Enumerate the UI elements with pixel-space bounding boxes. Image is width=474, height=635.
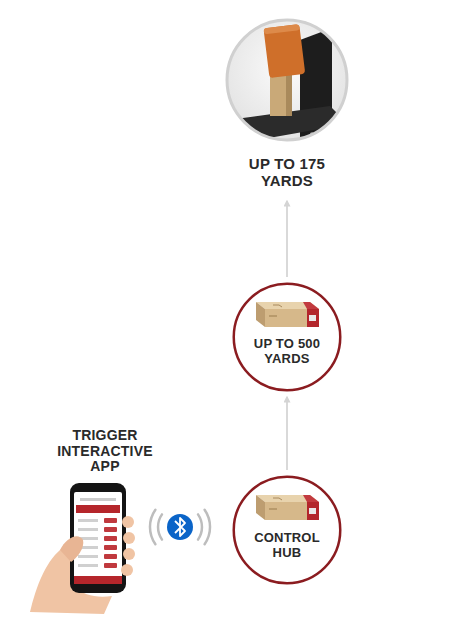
bluetooth-symbol <box>150 510 210 544</box>
device-illustration <box>256 302 319 327</box>
node-label: UP TO 500 YARDS <box>245 337 329 366</box>
device-circle: CONTROL HUB <box>232 475 342 585</box>
node-label: UP TO 175 YARDS <box>227 156 347 190</box>
circle-outline <box>225 18 349 142</box>
circle-outline <box>234 477 341 584</box>
range-circle: UP TO 175 YARDS <box>217 18 357 196</box>
app-node: TRIGGER INTERACTIVE APP <box>50 428 160 604</box>
device-circle: UP TO 500 YARDS <box>232 282 342 392</box>
connector-arrow <box>286 201 288 277</box>
node-label: CONTROL HUB <box>245 531 329 560</box>
circle-outline <box>234 284 341 391</box>
connector-arrow <box>286 397 288 470</box>
node-label: TRIGGER INTERACTIVE APP <box>55 428 155 475</box>
circle-outline <box>232 475 342 585</box>
device-illustration <box>256 495 319 520</box>
circle-outline <box>227 20 347 140</box>
target-illustration <box>228 24 348 150</box>
phone-in-hand <box>30 483 135 614</box>
